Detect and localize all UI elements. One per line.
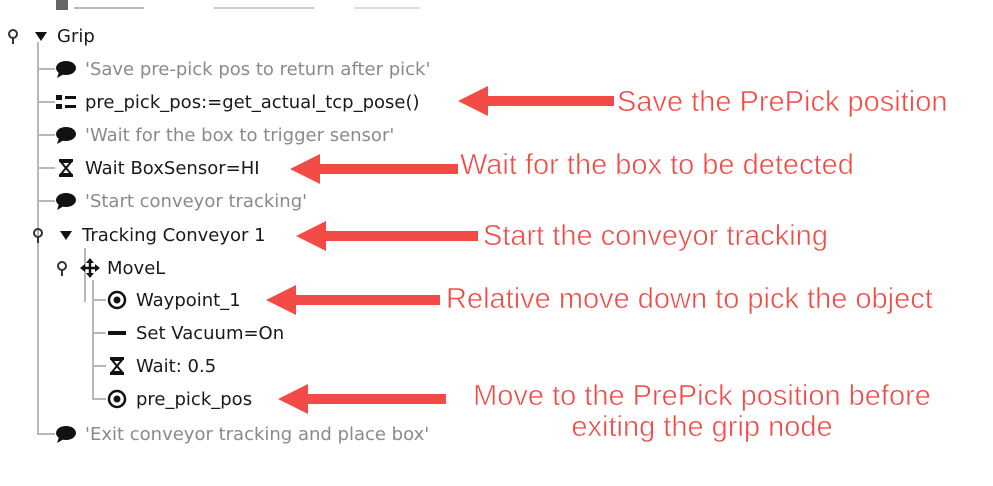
set-icon <box>106 322 128 344</box>
assignment-icon <box>55 91 77 113</box>
annotation-move-prepick: Move to the PrePick position before exit… <box>452 380 952 443</box>
annotation-save-prepick: Save the PrePick position <box>617 86 948 118</box>
comment-icon <box>55 124 77 146</box>
comment-icon <box>55 58 77 80</box>
waypoint-icon <box>106 388 128 410</box>
truncated-row <box>54 0 422 18</box>
annotation-move-line2: exiting the grip node <box>571 411 833 443</box>
tree-item-assignment[interactable]: pre_pick_pos:=get_actual_tcp_pose() <box>55 87 420 117</box>
tree-node-tracking-conveyor[interactable]: Tracking Conveyor 1 <box>58 220 266 250</box>
move-cross-icon <box>79 257 101 279</box>
waypoint-icon <box>106 289 128 311</box>
annotation-arrow <box>266 285 440 315</box>
breakpoint-pin-icon[interactable] <box>30 227 46 243</box>
expanded-triangle-icon[interactable] <box>58 227 74 243</box>
annotation-move-line1: Move to the PrePick position before <box>473 380 931 412</box>
annotation-arrow <box>458 86 614 116</box>
comment-icon <box>55 423 77 445</box>
tree-item-set[interactable]: Set Vacuum=On <box>106 318 284 348</box>
comment-icon <box>55 190 77 212</box>
annotation-arrow <box>296 221 478 251</box>
tree-item-comment[interactable]: 'Start conveyor tracking' <box>55 186 307 216</box>
tree-item-wait[interactable]: Wait: 0.5 <box>106 351 216 381</box>
tree-item-waypoint[interactable]: pre_pick_pos <box>106 384 252 414</box>
hourglass-icon <box>55 157 77 179</box>
annotation-wait-box: Wait for the box to be detected <box>460 149 854 181</box>
annotation-arrow <box>278 384 446 414</box>
breakpoint-pin-icon[interactable] <box>54 260 70 276</box>
tree-item-comment[interactable]: 'Wait for the box to trigger sensor' <box>55 120 394 150</box>
tree-line-movel <box>92 280 94 399</box>
annotation-start-tracking: Start the conveyor tracking <box>483 220 829 252</box>
tree-node-movel[interactable]: MoveL <box>79 253 165 283</box>
tree-node-grip[interactable]: Grip <box>33 21 95 51</box>
tree-item-comment[interactable]: 'Exit conveyor tracking and place box' <box>55 419 429 449</box>
tree-item-wait[interactable]: Wait BoxSensor=HI <box>55 153 260 183</box>
annotation-arrow <box>290 154 458 184</box>
tree-item-waypoint[interactable]: Waypoint_1 <box>106 285 241 315</box>
expanded-triangle-icon[interactable] <box>33 28 49 44</box>
tree-line-tracking <box>84 248 86 302</box>
grip-label: Grip <box>57 25 95 47</box>
tree-item-comment[interactable]: 'Save pre-pick pos to return after pick' <box>55 54 430 84</box>
breakpoint-pin-icon[interactable] <box>5 28 21 44</box>
hourglass-icon <box>106 355 128 377</box>
annotation-relative-move: Relative move down to pick the object <box>446 283 933 315</box>
